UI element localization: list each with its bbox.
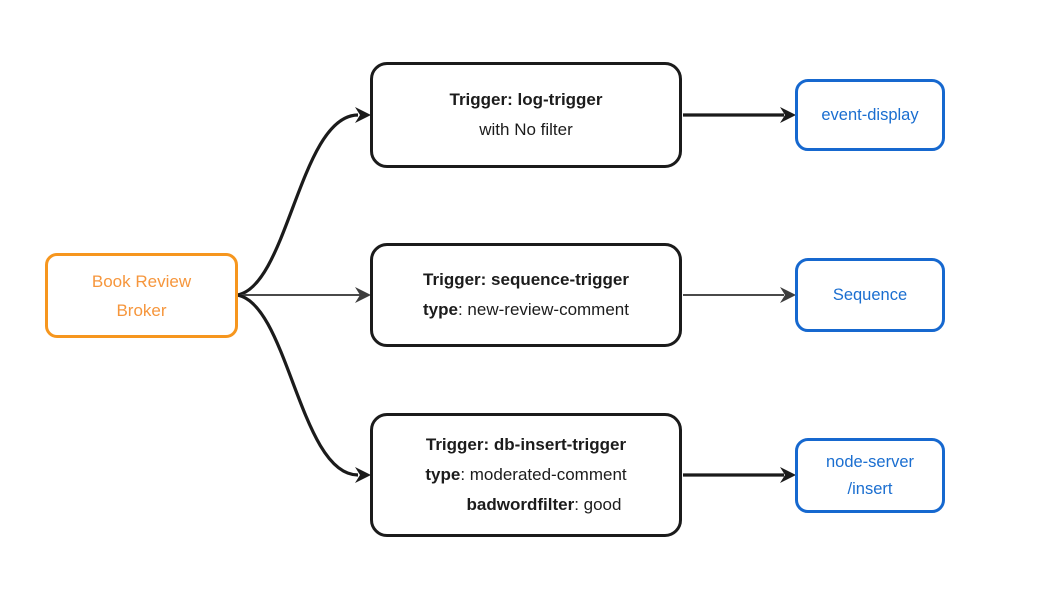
trigger-node-log-trigger: Trigger: log-trigger with No filter xyxy=(370,62,682,168)
target-node-sequence: Sequence xyxy=(795,258,945,332)
arrowhead-sequence xyxy=(780,287,796,303)
arrowhead-event-display xyxy=(780,107,796,123)
broker-node: Book Review Broker xyxy=(45,253,238,338)
target-label-line1: node-server xyxy=(825,452,915,471)
arrowhead-node-server xyxy=(780,467,796,483)
edge-broker-to-log-trigger xyxy=(236,113,359,297)
trigger-detail: type: moderated-comment xyxy=(425,465,627,484)
trigger-node-db-insert-trigger: Trigger: db-insert-trigger type: moderat… xyxy=(370,413,682,537)
target-node-event-display: event-display xyxy=(795,79,945,151)
arrowhead-sequence-trigger xyxy=(355,287,371,303)
trigger-node-sequence-trigger: Trigger: sequence-trigger type: new-revi… xyxy=(370,243,682,347)
target-label-line2: /insert xyxy=(847,479,893,498)
arrowhead-log-trigger xyxy=(355,107,371,123)
broker-label-line1: Book Review xyxy=(91,271,192,291)
trigger-detail: type: new-review-comment xyxy=(423,300,629,319)
trigger-filter-detail: badwordfilter: good xyxy=(466,495,622,514)
arrowhead-db-insert-trigger xyxy=(355,467,371,483)
trigger-title: Trigger: log-trigger xyxy=(449,90,603,109)
trigger-title: Trigger: sequence-trigger xyxy=(423,270,629,289)
broker-label-line2: Broker xyxy=(116,300,167,320)
target-label: Sequence xyxy=(832,285,908,304)
trigger-title: Trigger: db-insert-trigger xyxy=(425,435,627,454)
target-label: event-display xyxy=(821,105,919,124)
edge-broker-to-db-insert-trigger xyxy=(236,293,359,477)
target-node-node-server-insert: node-server /insert xyxy=(795,438,945,513)
trigger-detail: with No filter xyxy=(479,120,573,139)
